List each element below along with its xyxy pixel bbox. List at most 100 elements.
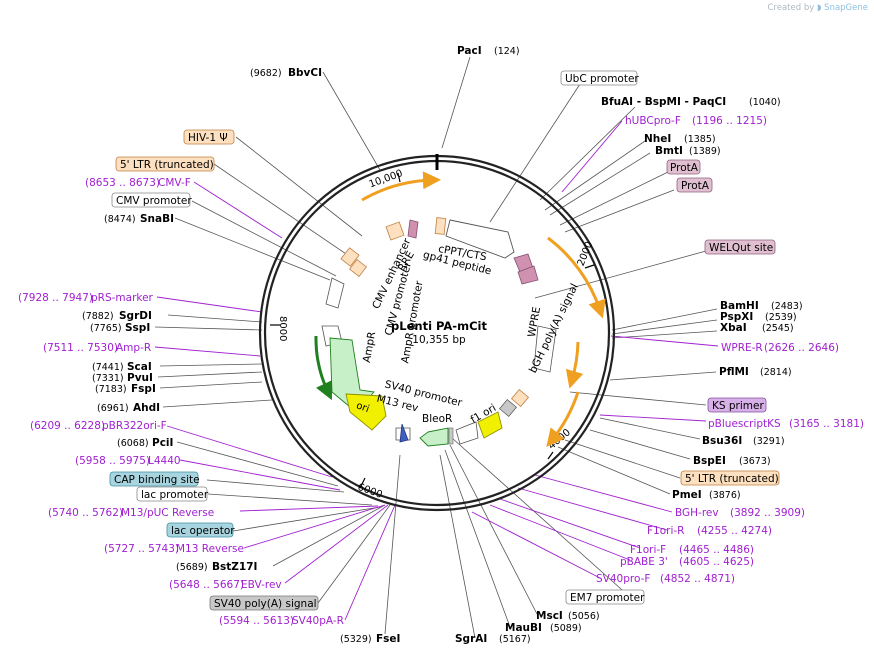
pos-xbai: (2545) [762,323,794,334]
pos-f1ori-f: (4465 .. 4486) [679,544,754,556]
snapgene-credit: Created by ◗ SnapGene [768,3,869,13]
pos-f1ori-r: (4255 .. 4274) [697,525,772,537]
primer-ebv-rev: EBV-rev [241,579,282,591]
pos-bspei: (3673) [739,456,771,467]
pos-ebv-rev: (5648 .. 5667) [169,579,244,591]
primer-pbr322ori-f: pBR322ori-F [102,420,167,432]
label-ampr: AmpR [361,331,378,364]
pos-bsu36i: (3291) [753,436,785,447]
primer-amp-r: Amp-R [116,342,151,354]
pos-bfuai: (1040) [749,97,781,108]
pos-pvui: (7331) [92,373,124,384]
ks-feature [498,398,518,418]
tick-8000: 8000 [277,316,288,341]
f1-ori-shape [455,421,479,445]
pos-nhei: (1385) [684,134,716,145]
plasmid-length: 10,355 bp [412,334,466,346]
pos-sspi: (7765) [90,323,122,334]
em7-feature [448,427,454,445]
pos-snabi: (8474) [104,214,136,225]
primer-prs-marker: pRS-marker [91,292,154,304]
primer-bgh-rev: BGH-rev [675,507,719,519]
enzyme-sgrdi: SgrDI [119,310,152,322]
center-info: pLenti PA-mCit 10,355 bp [391,319,487,346]
label-ori: ori [355,400,371,415]
primer-m13-reverse: M13 Reverse [176,543,244,555]
primer-hubcpro-f: hUBCpro-F [625,115,681,127]
backbone [258,154,616,512]
primer-pbabe: pBABE 3' [620,556,668,568]
enzyme-pspxi: PspXI [720,311,753,323]
pos-paci: (124) [494,46,520,57]
ampr-feature [329,337,375,413]
enzyme-bamhi: BamHI [720,300,759,312]
enzyme-pvui: PvuI [127,372,153,384]
primer-sv40pa-r: SV40pA-R [292,615,344,627]
enzyme-msci: MscI [536,610,563,622]
ori-feature [345,393,387,431]
pos-amp-r: (7511 .. 7530) [43,342,118,354]
feature-em7-promoter: EM7 promoter [570,592,645,604]
enzyme-bspei: BspEI [693,455,726,467]
pos-sgrai: (5167) [499,634,531,645]
pos-pmei: (3876) [709,490,741,501]
primer-sv40pro-f: SV40pro-F [596,573,650,585]
ltr-feature-top [434,217,447,235]
orf-arc-right-2 [565,341,584,389]
pos-fsei: (5329) [340,634,372,645]
enzyme-nhei: NheI [644,133,671,145]
pos-hubcpro-f: (1196 .. 1215) [692,115,767,127]
left-labels: (9682) BbvCI HIV-1 Ψ 5' LTR (truncated) … [18,67,400,645]
enzyme-pflmi: PflMI [719,366,749,378]
wpre-feature [533,325,557,373]
bleor-feature [419,427,449,447]
orf-arcs [314,171,606,448]
pos-bamhi: (2483) [771,301,803,312]
enzyme-xbai: XbaI [720,322,747,334]
pos-pbabe: (4605 .. 4625) [679,556,754,568]
pos-scai: (7441) [92,362,124,373]
feature-5ltr-left: 5' LTR (truncated) [120,159,214,171]
tick-marks [270,172,595,489]
feature-lac-promoter: lac promoter [141,489,209,501]
feature-prota-1: ProtA [670,162,699,174]
pos-bbvci: (9682) [250,68,282,79]
credit-brand: SnapGene [824,3,868,13]
bgh-feature [510,388,530,408]
plasmid-name: pLenti PA-mCit [391,319,487,333]
pos-bstz17i: (5689) [176,562,208,573]
feature-sv40-polya: SV40 poly(A) signal [214,598,317,610]
feature-ubc-promoter: UbC promoter [565,73,639,85]
f1-ori-yellow [477,411,503,439]
tick-2000: 2000 [576,240,596,268]
pos-sv40pro-f: (4852 .. 4871) [660,573,735,585]
pos-bmti: (1389) [689,146,721,157]
primer-cmv-f: CMV-F [158,177,191,189]
enzyme-bsu36i: Bsu36I [702,435,742,447]
pos-pbluescriptks: (3165 .. 3181) [789,418,864,430]
feature-cap-binding: CAP binding site [114,474,200,486]
tick-6000: 6000 [356,482,384,501]
feature-cmv-promoter: CMV promoter [116,195,192,207]
hiv-feature-2 [349,259,367,277]
enzyme-bmti: BmtI [655,145,683,157]
leader-lines [154,56,718,639]
feature-5ltr-right: 5' LTR (truncated) [685,473,779,485]
primer-f1ori-f: F1ori-F [630,544,666,556]
pos-l4440: (5958 .. 5975) [75,455,150,467]
pos-pflmi: (2814) [760,367,792,378]
pos-m13-reverse: (5727 .. 5743) [104,543,179,555]
pos-fspi: (7183) [95,384,127,395]
enzyme-bbvci: BbvCI [288,67,322,79]
prota-feature-2 [517,265,539,285]
tick-10000: 10,000 [368,168,405,190]
pos-pspxi: (2539) [765,312,797,323]
cppt-feature [445,219,515,259]
enzyme-fspi: FspI [131,383,156,395]
orf-arc-right [547,236,606,319]
feature-hiv-psi: HIV-1 Ψ [188,132,228,144]
orf-arc-top [361,171,441,202]
primer-l4440: L4440 [148,455,181,467]
primer-pbluescriptks: pBluescriptKS [708,418,781,430]
